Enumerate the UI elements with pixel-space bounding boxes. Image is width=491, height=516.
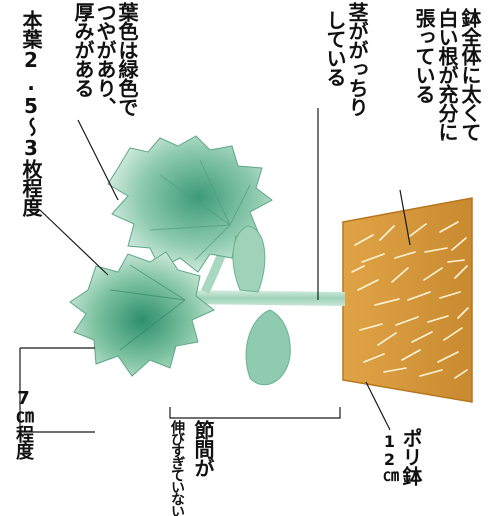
leader-lines (19, 108, 411, 433)
label-stem-1: 茎ががっちり (345, 2, 369, 116)
label-root-3: 張っている (412, 8, 436, 103)
label-height: 7㎝程度 (13, 388, 34, 459)
stem (180, 290, 345, 306)
leader-pot (365, 381, 391, 431)
label-root-2: 白い根が充分に (435, 8, 459, 141)
label-internode-1: 節間が (191, 420, 215, 477)
label-pot-type: ポリ鉢 (399, 428, 423, 485)
leader-root (399, 189, 411, 246)
seedling-illustration (19, 108, 473, 433)
label-stem-2: している (323, 10, 347, 86)
leader-leaf-color (77, 119, 119, 201)
leaf-lower (69, 251, 215, 377)
label-leaf-color-1: 葉色は緑色で (115, 2, 139, 116)
label-leaf-main: 本葉2.5〜3枚程度 (19, 10, 43, 216)
roots (351, 221, 469, 379)
label-internode-2: 伸びすぎていない (169, 420, 185, 516)
label-leaf-color-2: つやがあり、 (93, 2, 117, 116)
bracket-internode (169, 407, 341, 419)
label-leaf-color-3: 厚みがある (71, 2, 95, 97)
label-root-1: 鉢全体に太くて (458, 8, 482, 141)
bracket-height (19, 347, 95, 433)
cotyledon-lower (245, 309, 291, 386)
label-pot-size: 12㎝ (380, 432, 399, 483)
cotyledon-upper (232, 225, 266, 293)
leader-leaf-main (39, 209, 109, 276)
seedling-diagram: 本葉2.5〜3枚程度 葉色は緑色で つやがあり、 厚みがある 茎ががっちり して… (13, 2, 482, 516)
